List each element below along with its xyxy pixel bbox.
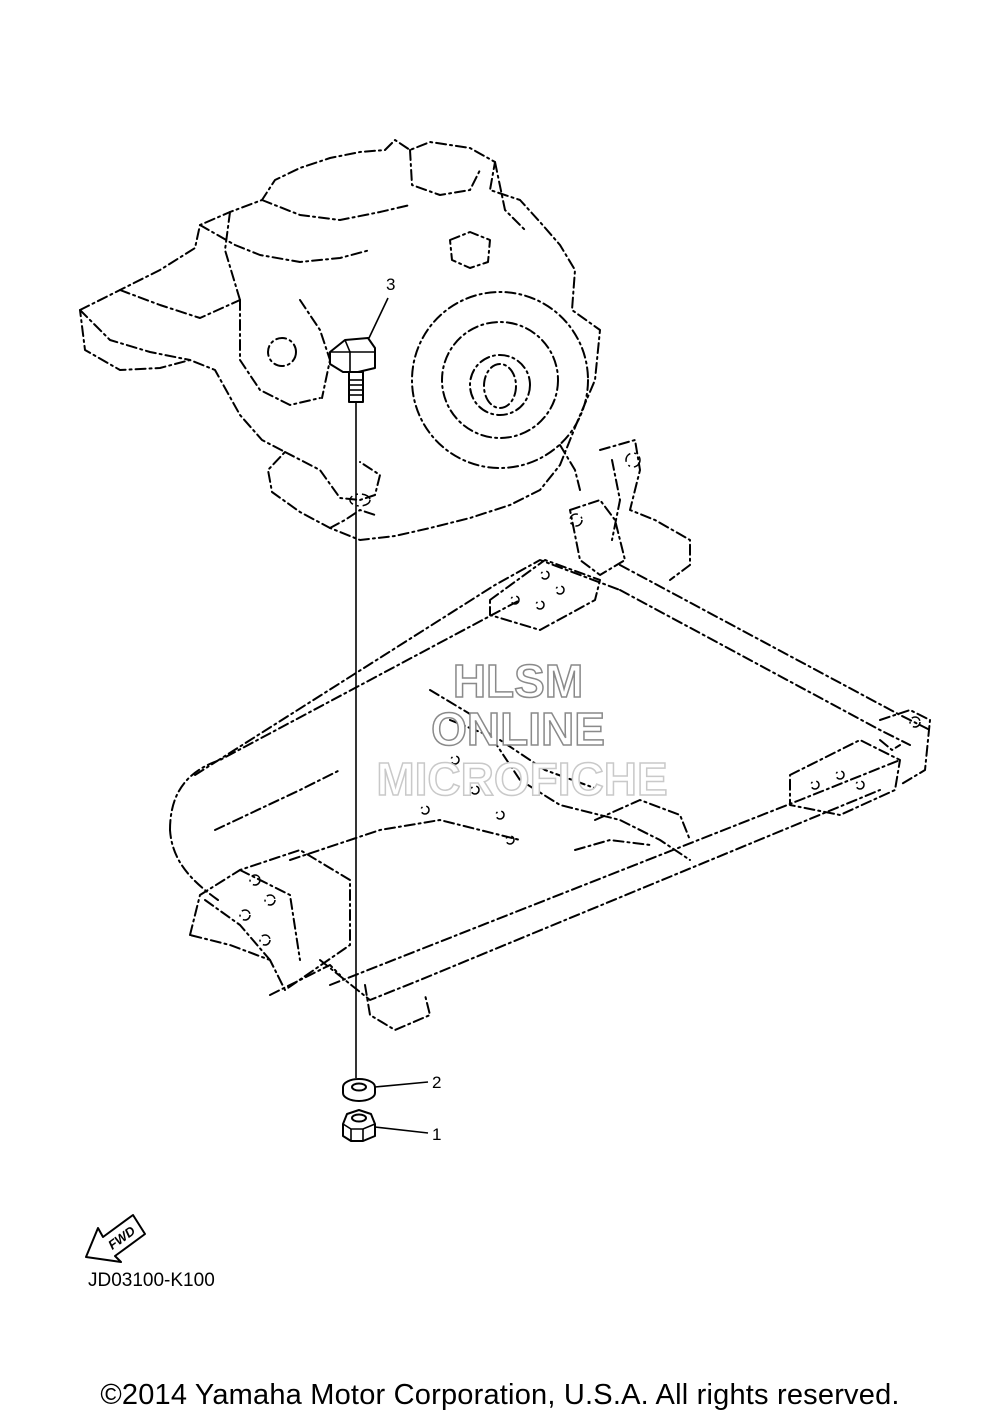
bolt-part-3	[329, 297, 389, 403]
frame-outline	[169, 439, 931, 1031]
copyright-notice: ©2014 Yamaha Motor Corporation, U.S.A. A…	[100, 1379, 900, 1411]
washer-part-2	[342, 1078, 429, 1102]
watermark-line-1: HLSM	[453, 655, 583, 707]
diagram-code: JD03100-K100	[88, 1270, 215, 1291]
callout-1: 1	[432, 1125, 441, 1144]
callout-2: 2	[432, 1073, 441, 1092]
fwd-arrow-icon: FWD	[85, 1214, 146, 1263]
nut-part-1	[342, 1109, 429, 1142]
watermark-line-3: MICROFICHE	[376, 753, 667, 805]
watermark: HLSM ONLINE MICROFICHE	[376, 654, 669, 806]
watermark-line-2: ONLINE	[431, 703, 605, 755]
engine-outline	[79, 139, 601, 541]
callout-3: 3	[386, 275, 395, 294]
